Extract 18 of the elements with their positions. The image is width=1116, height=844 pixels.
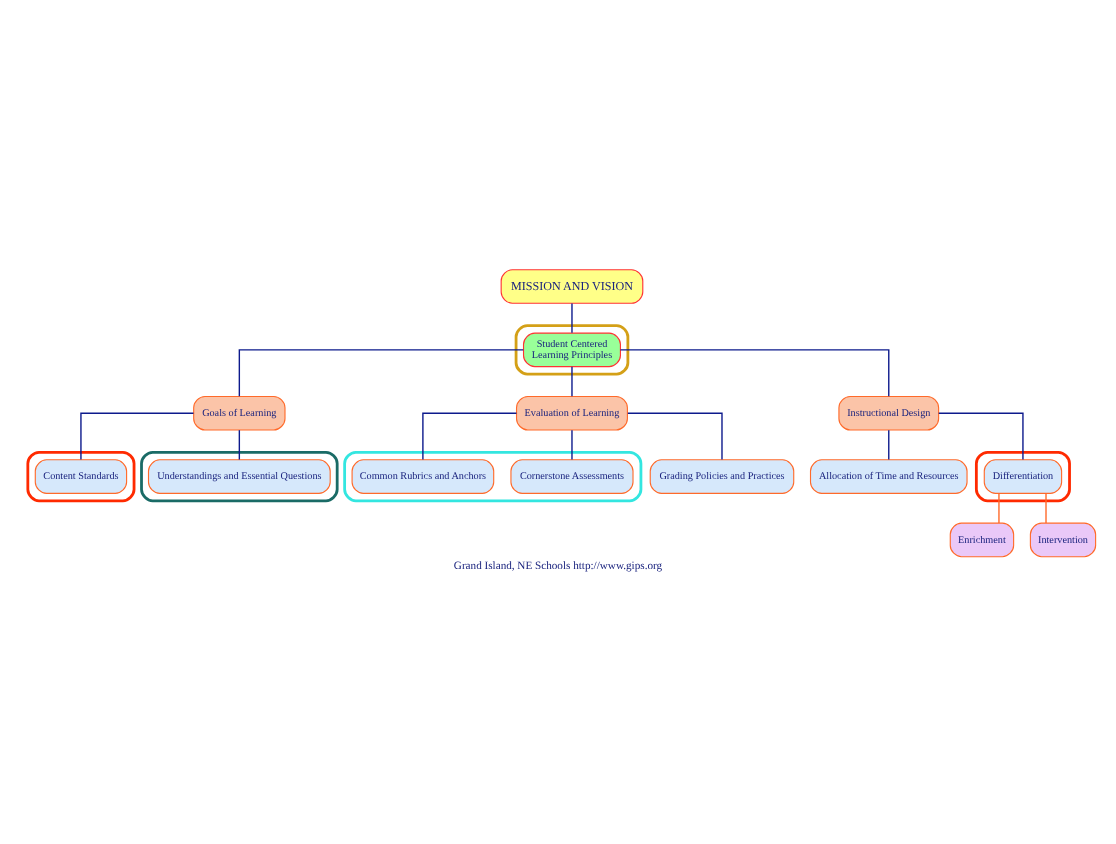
- connector: [238, 428, 241, 460]
- cluster: [343, 449, 643, 502]
- connector: [619, 348, 890, 396]
- connector: [80, 411, 195, 460]
- cluster: [514, 323, 630, 375]
- connector: [571, 428, 573, 460]
- cluster: [140, 449, 339, 502]
- cluster: [26, 449, 136, 502]
- connector: [571, 365, 573, 396]
- cluster: [974, 449, 1071, 502]
- connector: [422, 411, 518, 460]
- connector: [238, 348, 524, 396]
- connector: [1045, 491, 1047, 523]
- connector: [938, 411, 1024, 460]
- connector: [571, 301, 573, 333]
- connector: [627, 411, 723, 460]
- connector: [888, 428, 890, 460]
- connector: [998, 491, 1000, 523]
